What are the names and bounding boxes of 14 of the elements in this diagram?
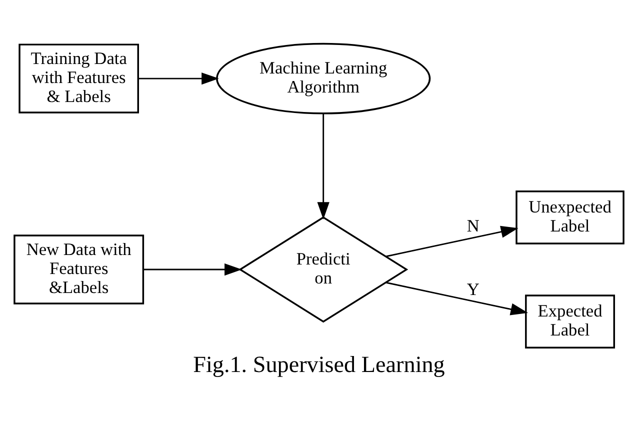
- node-box: Training Data with Features & Labels: [18, 43, 139, 113]
- caption: Fig.1. Supervised Learning: [193, 351, 445, 378]
- edge-label: N: [466, 216, 480, 235]
- arrow: [386, 225, 518, 257]
- arrow: [317, 113, 330, 219]
- node-ellipse: Machine Learning Algorithm: [216, 42, 431, 114]
- node-diamond: Predicti on: [238, 216, 408, 322]
- edge-label: Y: [466, 279, 480, 298]
- arrow: [144, 262, 242, 276]
- arrow: [138, 72, 219, 84]
- node-box: Expected Label: [525, 294, 615, 348]
- node-box: Unexpected Label: [516, 190, 624, 244]
- node-box: New Data with Features &Labels: [14, 234, 144, 304]
- arrow: [386, 281, 528, 315]
